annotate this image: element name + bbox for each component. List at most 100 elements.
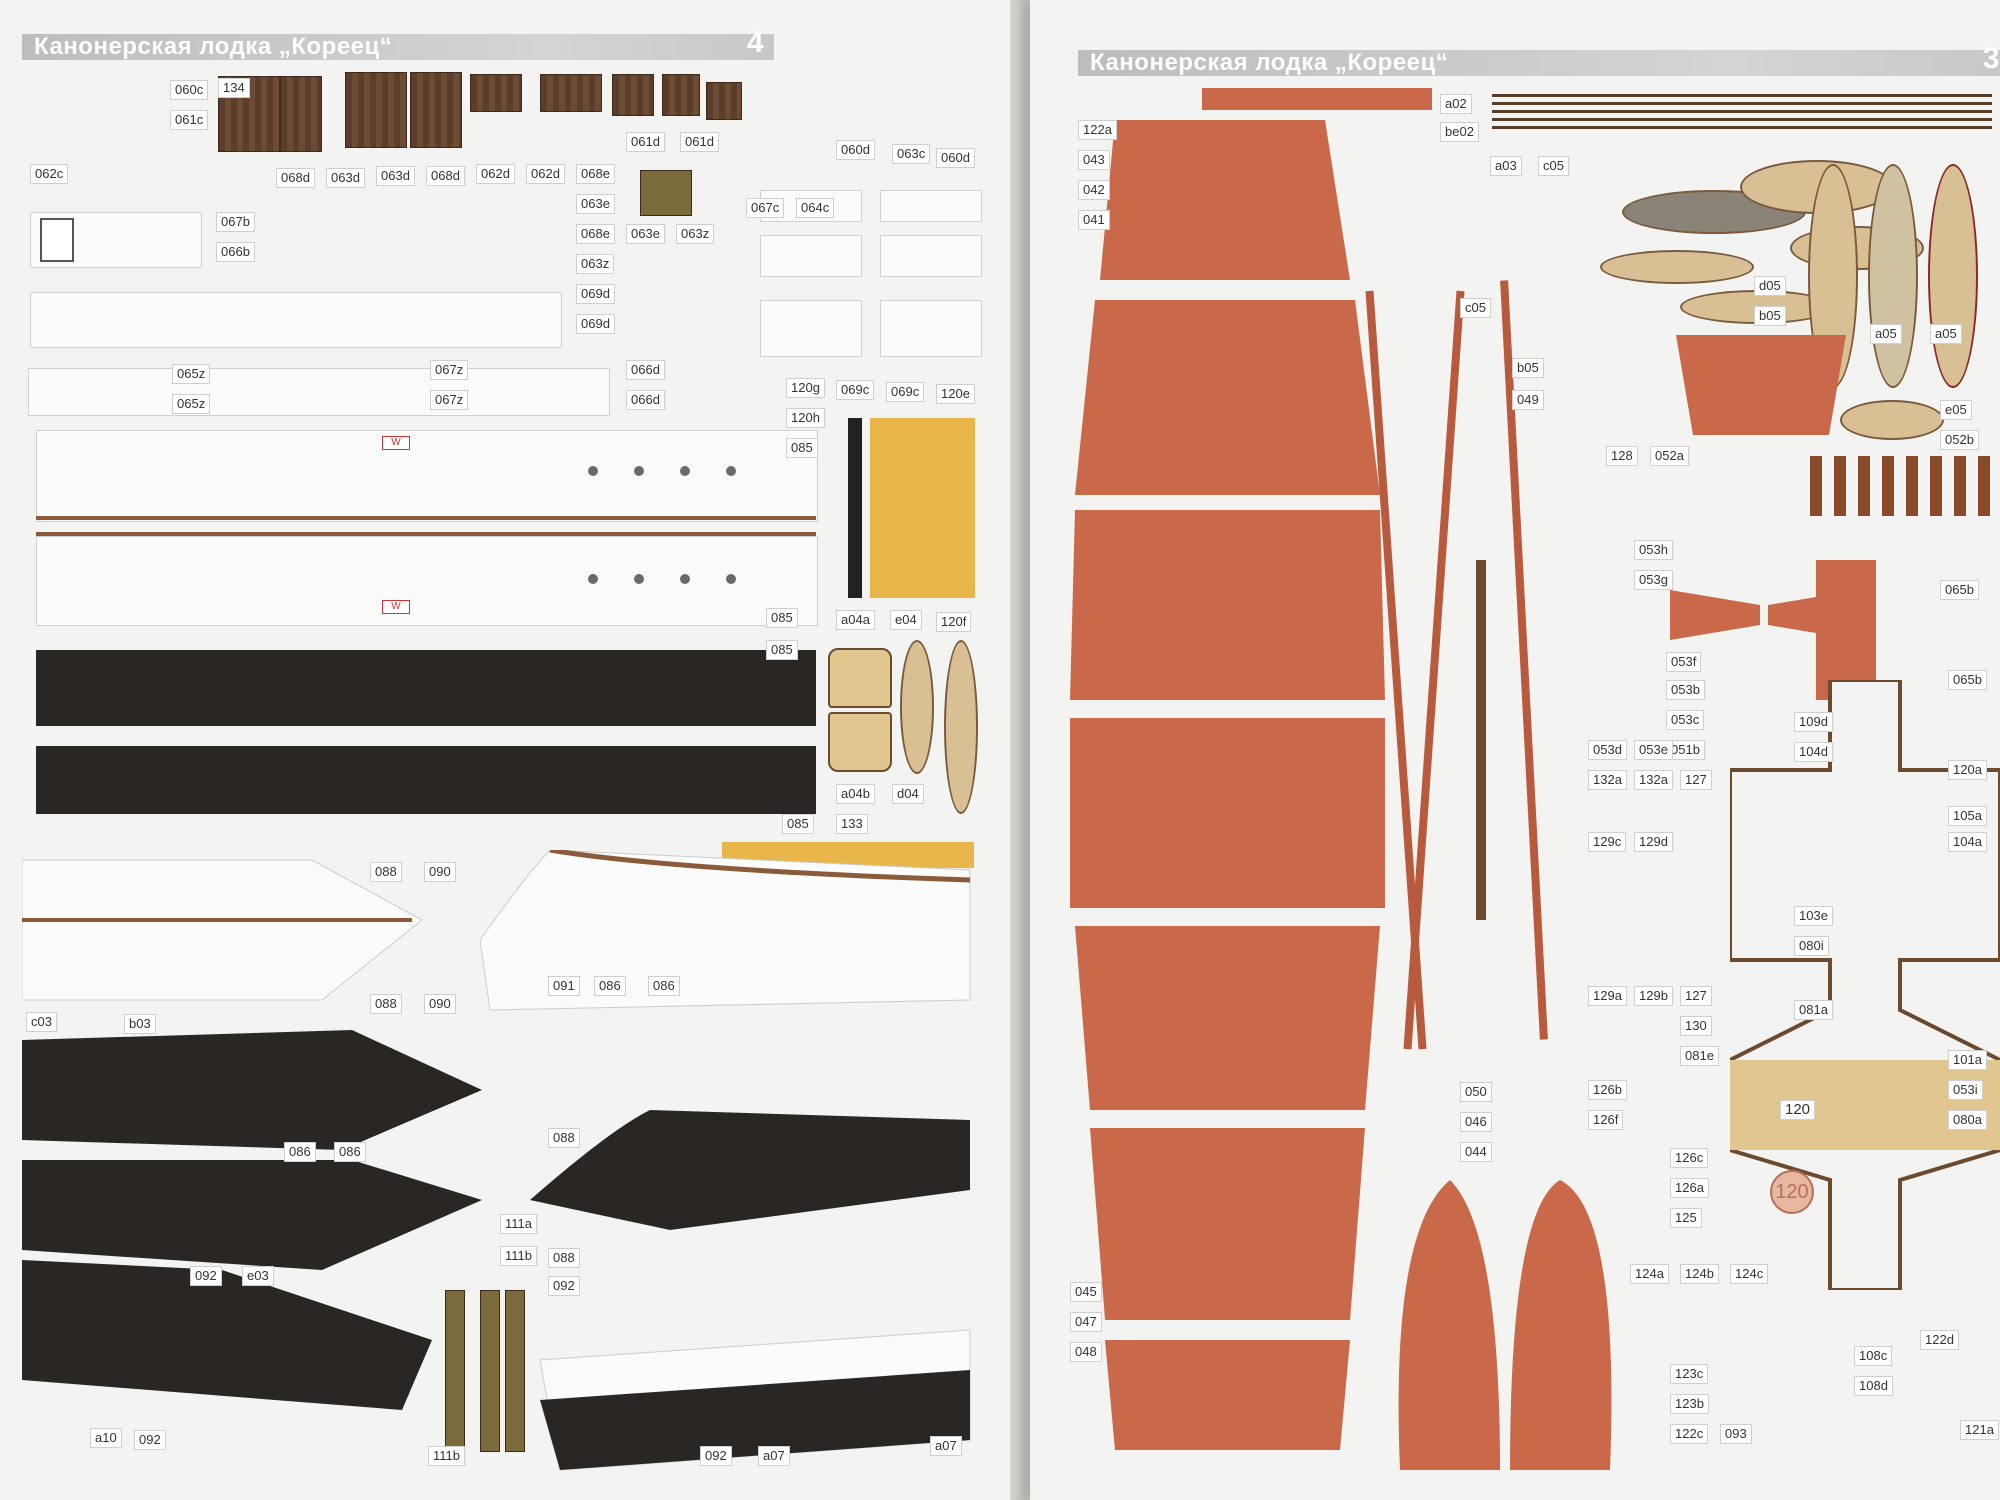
bow-dark-part-2 <box>22 1160 482 1270</box>
hull-strake-white <box>36 536 818 626</box>
spar <box>1403 290 1465 1050</box>
part-label: 126b <box>1588 1080 1627 1100</box>
part-label: 122c <box>1670 1424 1709 1444</box>
boat-vertical <box>1928 164 1978 388</box>
part-label: b05 <box>1512 358 1544 378</box>
part-label: 130 <box>1680 1016 1712 1036</box>
part-label: 044 <box>1460 1142 1492 1162</box>
part-label: 124b <box>1680 1264 1719 1284</box>
part-label: 120f <box>936 612 972 632</box>
part-label: 133 <box>836 814 868 834</box>
boat-hull <box>1840 400 1944 440</box>
part-wood-block <box>662 74 700 116</box>
part-label: 065b <box>1940 580 1979 600</box>
part-label: 126f <box>1588 1110 1624 1130</box>
part-label: 127 <box>1680 770 1712 790</box>
w-mark: W <box>382 600 410 614</box>
part-label: a05 <box>1870 324 1902 344</box>
part-label: 128 <box>1606 446 1638 466</box>
part-label: e04 <box>890 610 922 630</box>
part-label: 042 <box>1078 180 1110 200</box>
part-label: 111b <box>500 1246 537 1266</box>
part-label: 088 <box>548 1128 580 1148</box>
w-mark: W <box>382 436 410 450</box>
part-label: 124a <box>1630 1264 1669 1284</box>
part-box <box>880 235 982 277</box>
part-label: 086 <box>284 1142 316 1162</box>
yellow-panel <box>870 418 975 598</box>
part-wood-block <box>470 74 522 112</box>
part-label: 053i <box>1948 1080 1983 1100</box>
part-label: 086 <box>594 976 626 996</box>
part-label: 111a <box>500 1214 537 1234</box>
left-page: Канонерская лодка „Кореец“ 4 W W <box>0 0 1020 1500</box>
spar <box>1476 560 1486 920</box>
part-label: 092 <box>134 1430 166 1450</box>
part-label: 125 <box>1670 1208 1702 1228</box>
part-label: 120a <box>1948 760 1987 780</box>
part-label: 067b <box>216 212 255 232</box>
part-label: 120e <box>936 384 975 404</box>
part-label: a04a <box>836 610 875 630</box>
part-label: 048 <box>1070 1342 1102 1362</box>
keel-stern-part <box>539 1329 971 1471</box>
part-label: 041 <box>1078 210 1110 230</box>
part-label: 085 <box>766 640 798 660</box>
part-label: 068d <box>426 166 465 186</box>
stripe <box>36 516 816 520</box>
part-label: 129c <box>1588 832 1627 852</box>
part-label: 050 <box>1460 1082 1492 1102</box>
part-label: 126a <box>1670 1178 1709 1198</box>
part-label: c05 <box>1538 156 1569 176</box>
left-page-number: 4 <box>746 26 764 59</box>
oar-boat <box>944 640 978 814</box>
part-label: 122d <box>1920 1330 1959 1350</box>
bow-dark-part <box>22 1030 482 1150</box>
boat-vertical <box>1868 164 1918 388</box>
part-label: 066d <box>626 360 665 380</box>
boat-hull <box>1600 250 1754 284</box>
part-label: 091 <box>548 976 580 996</box>
part-label: 062c <box>30 164 69 184</box>
part-label: 108c <box>1854 1346 1893 1366</box>
right-page-header: Канонерская лодка „Кореец“ 3 <box>1078 44 2000 76</box>
keel-dark-part <box>22 1260 432 1410</box>
part-label: 111b <box>428 1446 465 1466</box>
part-label: 121a <box>1960 1420 1999 1440</box>
part-label: 061c <box>170 110 209 130</box>
part-label: 063c <box>892 144 931 164</box>
part-label: 060c <box>170 80 209 100</box>
part-label: 088 <box>370 994 402 1014</box>
part-label: 123c <box>1670 1364 1709 1384</box>
part-label: 062d <box>476 164 515 184</box>
boat-part <box>828 712 892 772</box>
part-label: 065b <box>1948 670 1987 690</box>
part-label: be02 <box>1440 122 1479 142</box>
part-label: 126c <box>1670 1148 1709 1168</box>
part-label: 093 <box>1720 1424 1752 1444</box>
part-label: e03 <box>242 1266 274 1286</box>
part-label: 052a <box>1650 446 1689 466</box>
part-label: 049 <box>1512 390 1544 410</box>
part-label: 052b <box>1940 430 1979 450</box>
part-label: 092 <box>700 1446 732 1466</box>
part-box <box>760 300 862 357</box>
part-label: e05 <box>1940 400 1972 420</box>
dark-stripe <box>848 418 862 598</box>
boat-part <box>828 648 892 708</box>
part-label: 123b <box>1670 1394 1709 1414</box>
part-label: a07 <box>758 1446 790 1466</box>
part-label: 047 <box>1070 1312 1102 1332</box>
part-olive-block <box>640 170 692 216</box>
awning <box>1676 335 1846 435</box>
part-label: 069d <box>576 314 615 334</box>
part-label: d04 <box>892 784 924 804</box>
part-label: d05 <box>1754 276 1786 296</box>
sail-top-strip <box>1202 88 1432 110</box>
part-wood-block <box>280 76 322 152</box>
part-label: 068e <box>576 164 615 184</box>
part-label: a07 <box>930 1436 962 1456</box>
part-label: 132a <box>1588 770 1627 790</box>
part-label: 061d <box>626 132 665 152</box>
part-label: 108d <box>1854 1376 1893 1396</box>
